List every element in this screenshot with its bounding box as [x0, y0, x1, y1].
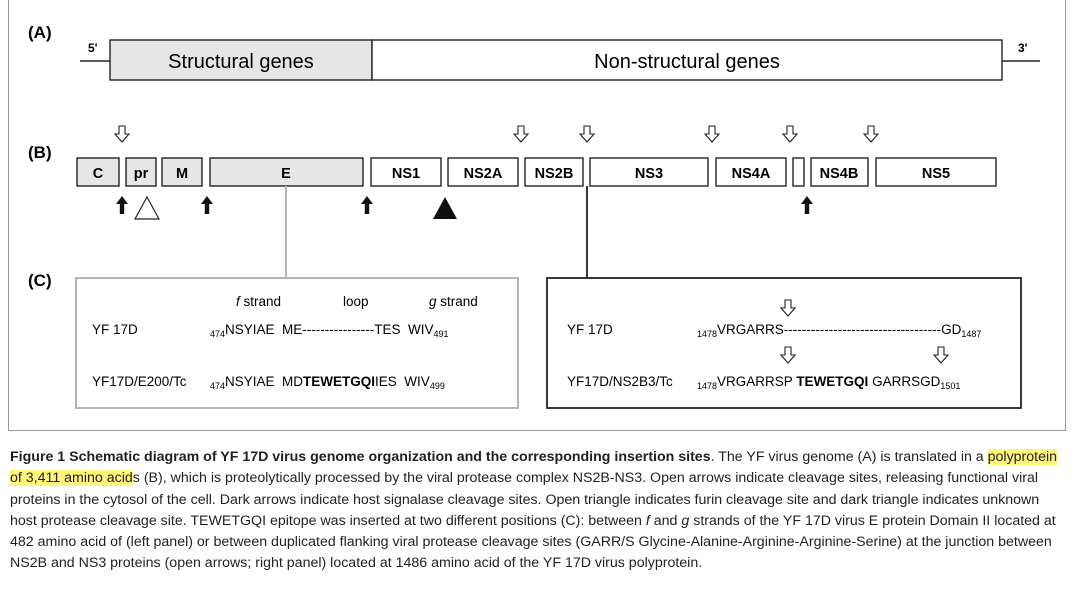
three-prime-label: 3'	[1018, 41, 1028, 55]
left-row2-sequence: 474NSYIAE MDTEWETGQIIES WIV499	[210, 374, 445, 391]
caption-text-4: strands of the YF 17D virus E protein Do…	[10, 512, 1056, 572]
panel-b-label: (B)	[28, 143, 52, 162]
gene-label-m: M	[176, 166, 188, 182]
gene-label-ns2a: NS2A	[464, 166, 503, 182]
panel-c-left-box	[75, 277, 519, 409]
gene-label-pr: pr	[134, 166, 149, 182]
gene-box-ns4a	[715, 157, 787, 187]
nonstructural-genes-label: Non-structural genes	[594, 51, 780, 73]
f-strand-header: f strand	[236, 294, 281, 309]
open-arrow-ns4b-ns5	[863, 125, 879, 143]
caption-text-3: and	[649, 512, 682, 529]
caption-g-letter: g	[681, 512, 690, 529]
gene-box-ns2a	[447, 157, 519, 187]
gene-box-ns1	[370, 157, 442, 187]
gene-box-ns3	[589, 157, 709, 187]
left-row2-name: YF17D/E200/Tc	[92, 374, 187, 389]
gene-label-ns4b: NS4B	[820, 166, 859, 182]
open-arrow-ns2a-ns2b	[513, 125, 529, 143]
panel-c-label: (C)	[28, 271, 52, 290]
caption-text-2: s (B), which is proteolytically processe…	[10, 470, 1040, 529]
caption-title: Figure 1 Schematic diagram of YF 17D vir…	[10, 449, 711, 465]
structural-genes-block	[109, 39, 373, 81]
right-row1-sequence: 1478VRGARRS-----------------------------…	[697, 322, 981, 339]
open-arrow-ns2b-ns3	[579, 125, 595, 143]
open-arrow-ns4a-2k	[782, 125, 798, 143]
right-row1-name: YF 17D	[567, 322, 613, 337]
gene-box-pr	[125, 157, 157, 187]
gene-label-ns1: NS1	[392, 166, 420, 182]
right-row2-name: YF17D/NS2B3/Tc	[567, 374, 673, 389]
gene-box-ns2b	[524, 157, 584, 187]
gene-box-c	[76, 157, 120, 187]
open-arrow-ns3-ns4a	[704, 125, 720, 143]
gene-box-ns5	[875, 157, 997, 187]
caption-text-1: . The YF virus genome (A) is translated …	[710, 449, 988, 465]
dark-triangle-host-protease-site	[433, 197, 457, 219]
open-arrow-c-pr	[114, 125, 130, 143]
dark-arrow-c-pr	[116, 196, 128, 214]
dark-arrow-e-ns1	[361, 196, 373, 214]
dark-arrow-2k-ns4b	[801, 196, 813, 214]
gene-label-ns2b: NS2B	[535, 166, 574, 182]
left-row1-sequence: 474NSYIAE ME----------------TES WIV491	[210, 322, 449, 339]
panel-a-label: (A)	[28, 23, 52, 42]
caption-f-letter: f	[645, 512, 650, 529]
gene-label-ns4a: NS4A	[732, 166, 771, 182]
gene-box-m	[161, 157, 203, 187]
left-row1-name: YF 17D	[92, 322, 138, 337]
right-row2-sequence: 1478VRGARRSP TEWETGQI GARRSGD1501	[697, 374, 960, 391]
loop-header: loop	[343, 294, 369, 309]
gene-label-ns5: NS5	[922, 166, 950, 182]
figure-caption: Figure 1 Schematic diagram of YF 17D vir…	[10, 447, 1068, 575]
dark-arrow-m-e	[201, 196, 213, 214]
gene-box-2k-peptide	[792, 157, 805, 187]
gene-label-ns3: NS3	[635, 166, 663, 182]
gene-label-e: E	[281, 166, 291, 182]
gene-label-c: C	[93, 166, 104, 182]
five-prime-label: 5'	[88, 41, 98, 55]
panel-c-right-box	[546, 277, 1022, 409]
nonstructural-genes-block	[371, 39, 1003, 81]
figure-frame	[8, 0, 1066, 431]
structural-genes-label: Structural genes	[168, 51, 314, 73]
genome-diagram: (A) 5' 3' Structural genes Non-structura…	[28, 23, 1040, 409]
gene-box-ns4b	[810, 157, 869, 187]
open-triangle-furin-site	[133, 195, 161, 220]
g-strand-header: g strand	[429, 294, 478, 309]
